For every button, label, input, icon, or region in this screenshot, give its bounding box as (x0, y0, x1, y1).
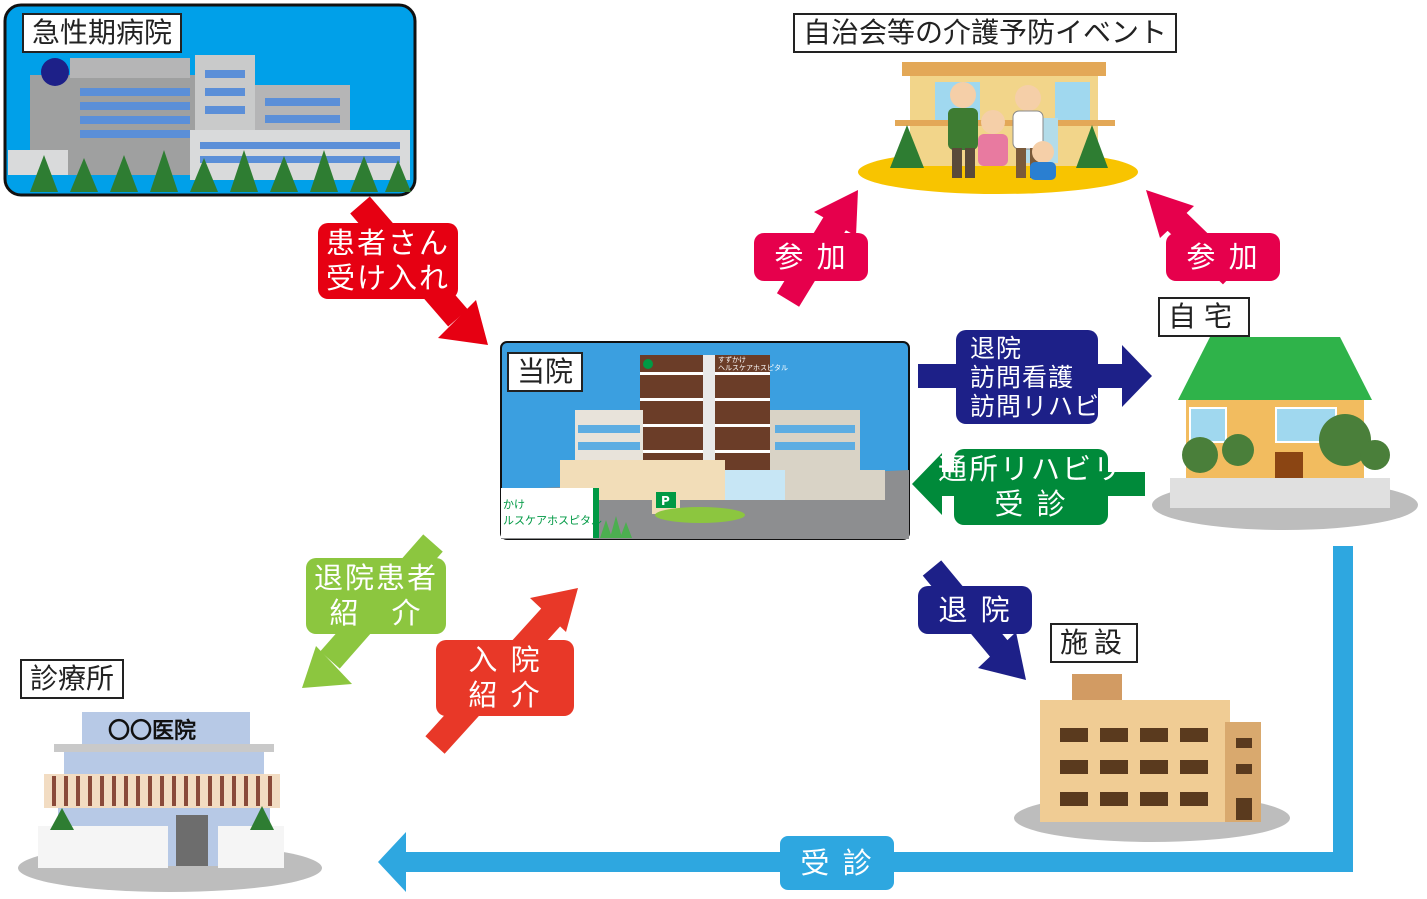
visit-text: 受 診 (800, 845, 874, 880)
accept-line1: 患者さん (325, 226, 450, 260)
acute-hospital-label: 急性期病院 (22, 13, 183, 53)
home-illustration (1152, 337, 1418, 530)
join-right-tag: 参 加 (1166, 233, 1280, 281)
event-illustration (858, 62, 1138, 194)
our-hospital-illustration: かけ ルスケアホスピタル P すずかけ ヘルスケアホスピタル (500, 341, 910, 540)
home-label: 自宅 (1158, 297, 1251, 337)
outpatient-tag: 通所リハビリ 受 診 (938, 449, 1122, 525)
referral-out-line2: 紹 介 (329, 596, 423, 630)
event-label: 自治会等の介護予防イベント (793, 13, 1178, 53)
join-left-tag: 参 加 (754, 233, 868, 281)
parking-sign: P (661, 494, 670, 508)
referral-in-line1: 入 院 (468, 643, 542, 677)
outpatient-line2: 受 診 (994, 487, 1068, 521)
hospital-sign-small: すずかけ (718, 355, 746, 364)
hospital-banner-line2: ルスケアホスピタル (503, 514, 602, 527)
visit-arrow (378, 546, 1353, 892)
accept-tag: 患者さん 受け入れ (318, 223, 458, 299)
clinic-illustration: 〇〇医院 (18, 712, 322, 892)
discharge-facility-text: 退 院 (938, 592, 1012, 627)
discharge-home-line1: 退院 (970, 333, 1023, 363)
our-hospital-label: 当院 (507, 352, 584, 392)
clinic-label: 診療所 (20, 659, 125, 699)
referral-in-tag: 入 院 紹 介 (436, 640, 574, 716)
outpatient-line1: 通所リハビリ (938, 452, 1125, 486)
join-right-text: 参 加 (1186, 239, 1260, 274)
clinic-sign: 〇〇医院 (108, 718, 196, 744)
discharge-home-line3: 訪問リハビリ (970, 391, 1127, 421)
hospital-banner-line1: かけ (503, 498, 525, 511)
visit-tag: 受 診 (780, 836, 894, 890)
facility-illustration (1014, 674, 1290, 842)
referral-out-line1: 退院患者 (313, 561, 438, 595)
hospital-sign-name: ヘルスケアホスピタル (718, 363, 788, 372)
join-left-text: 参 加 (774, 239, 848, 274)
referral-in-line2: 紹 介 (468, 678, 542, 712)
referral-out-tag: 退院患者 紹 介 (306, 558, 446, 634)
discharge-facility-tag: 退 院 (918, 586, 1032, 634)
discharge-home-tag: 退院 訪問看護 訪問リハビリ (956, 330, 1125, 424)
facility-label: 施設 (1050, 623, 1139, 663)
accept-line2: 受け入れ (325, 261, 450, 295)
discharge-home-line2: 訪問看護 (970, 362, 1075, 392)
